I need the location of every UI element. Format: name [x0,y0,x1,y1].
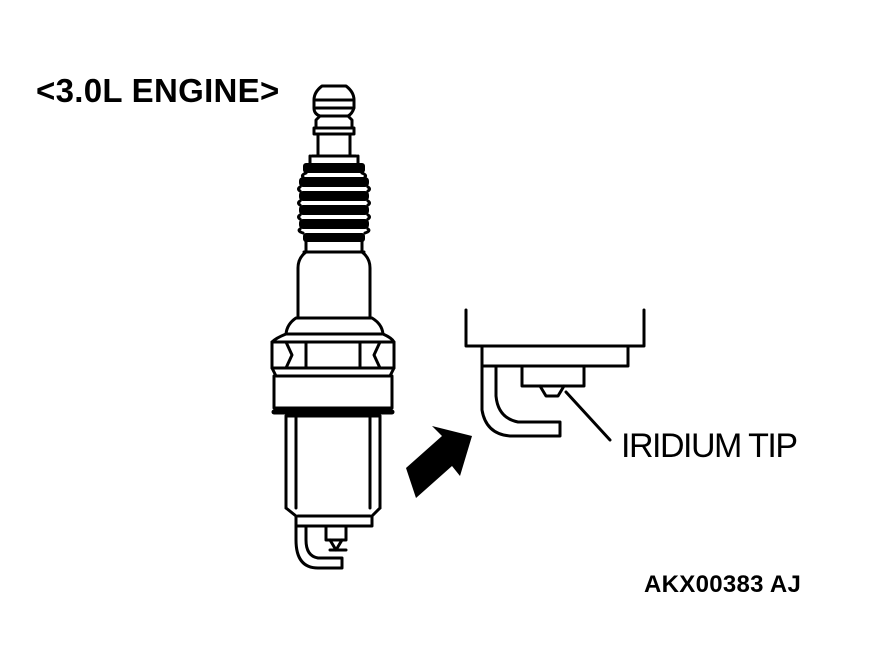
spark-plug-terminal [310,84,358,158]
electrode-detail-view [464,308,646,442]
spark-plug-ground-electrode [294,524,348,570]
engine-label: <3.0L ENGINE> [36,72,280,109]
iridium-tip-label: IRIDIUM TIP [621,427,798,465]
spark-plug-hex-nut [270,316,396,378]
spark-plug-insulator-ribs [296,154,372,320]
spark-plug-thread-body [271,374,395,528]
detail-arrow-icon [406,426,472,498]
figure-code-label: AKX00383 AJ [644,571,802,598]
